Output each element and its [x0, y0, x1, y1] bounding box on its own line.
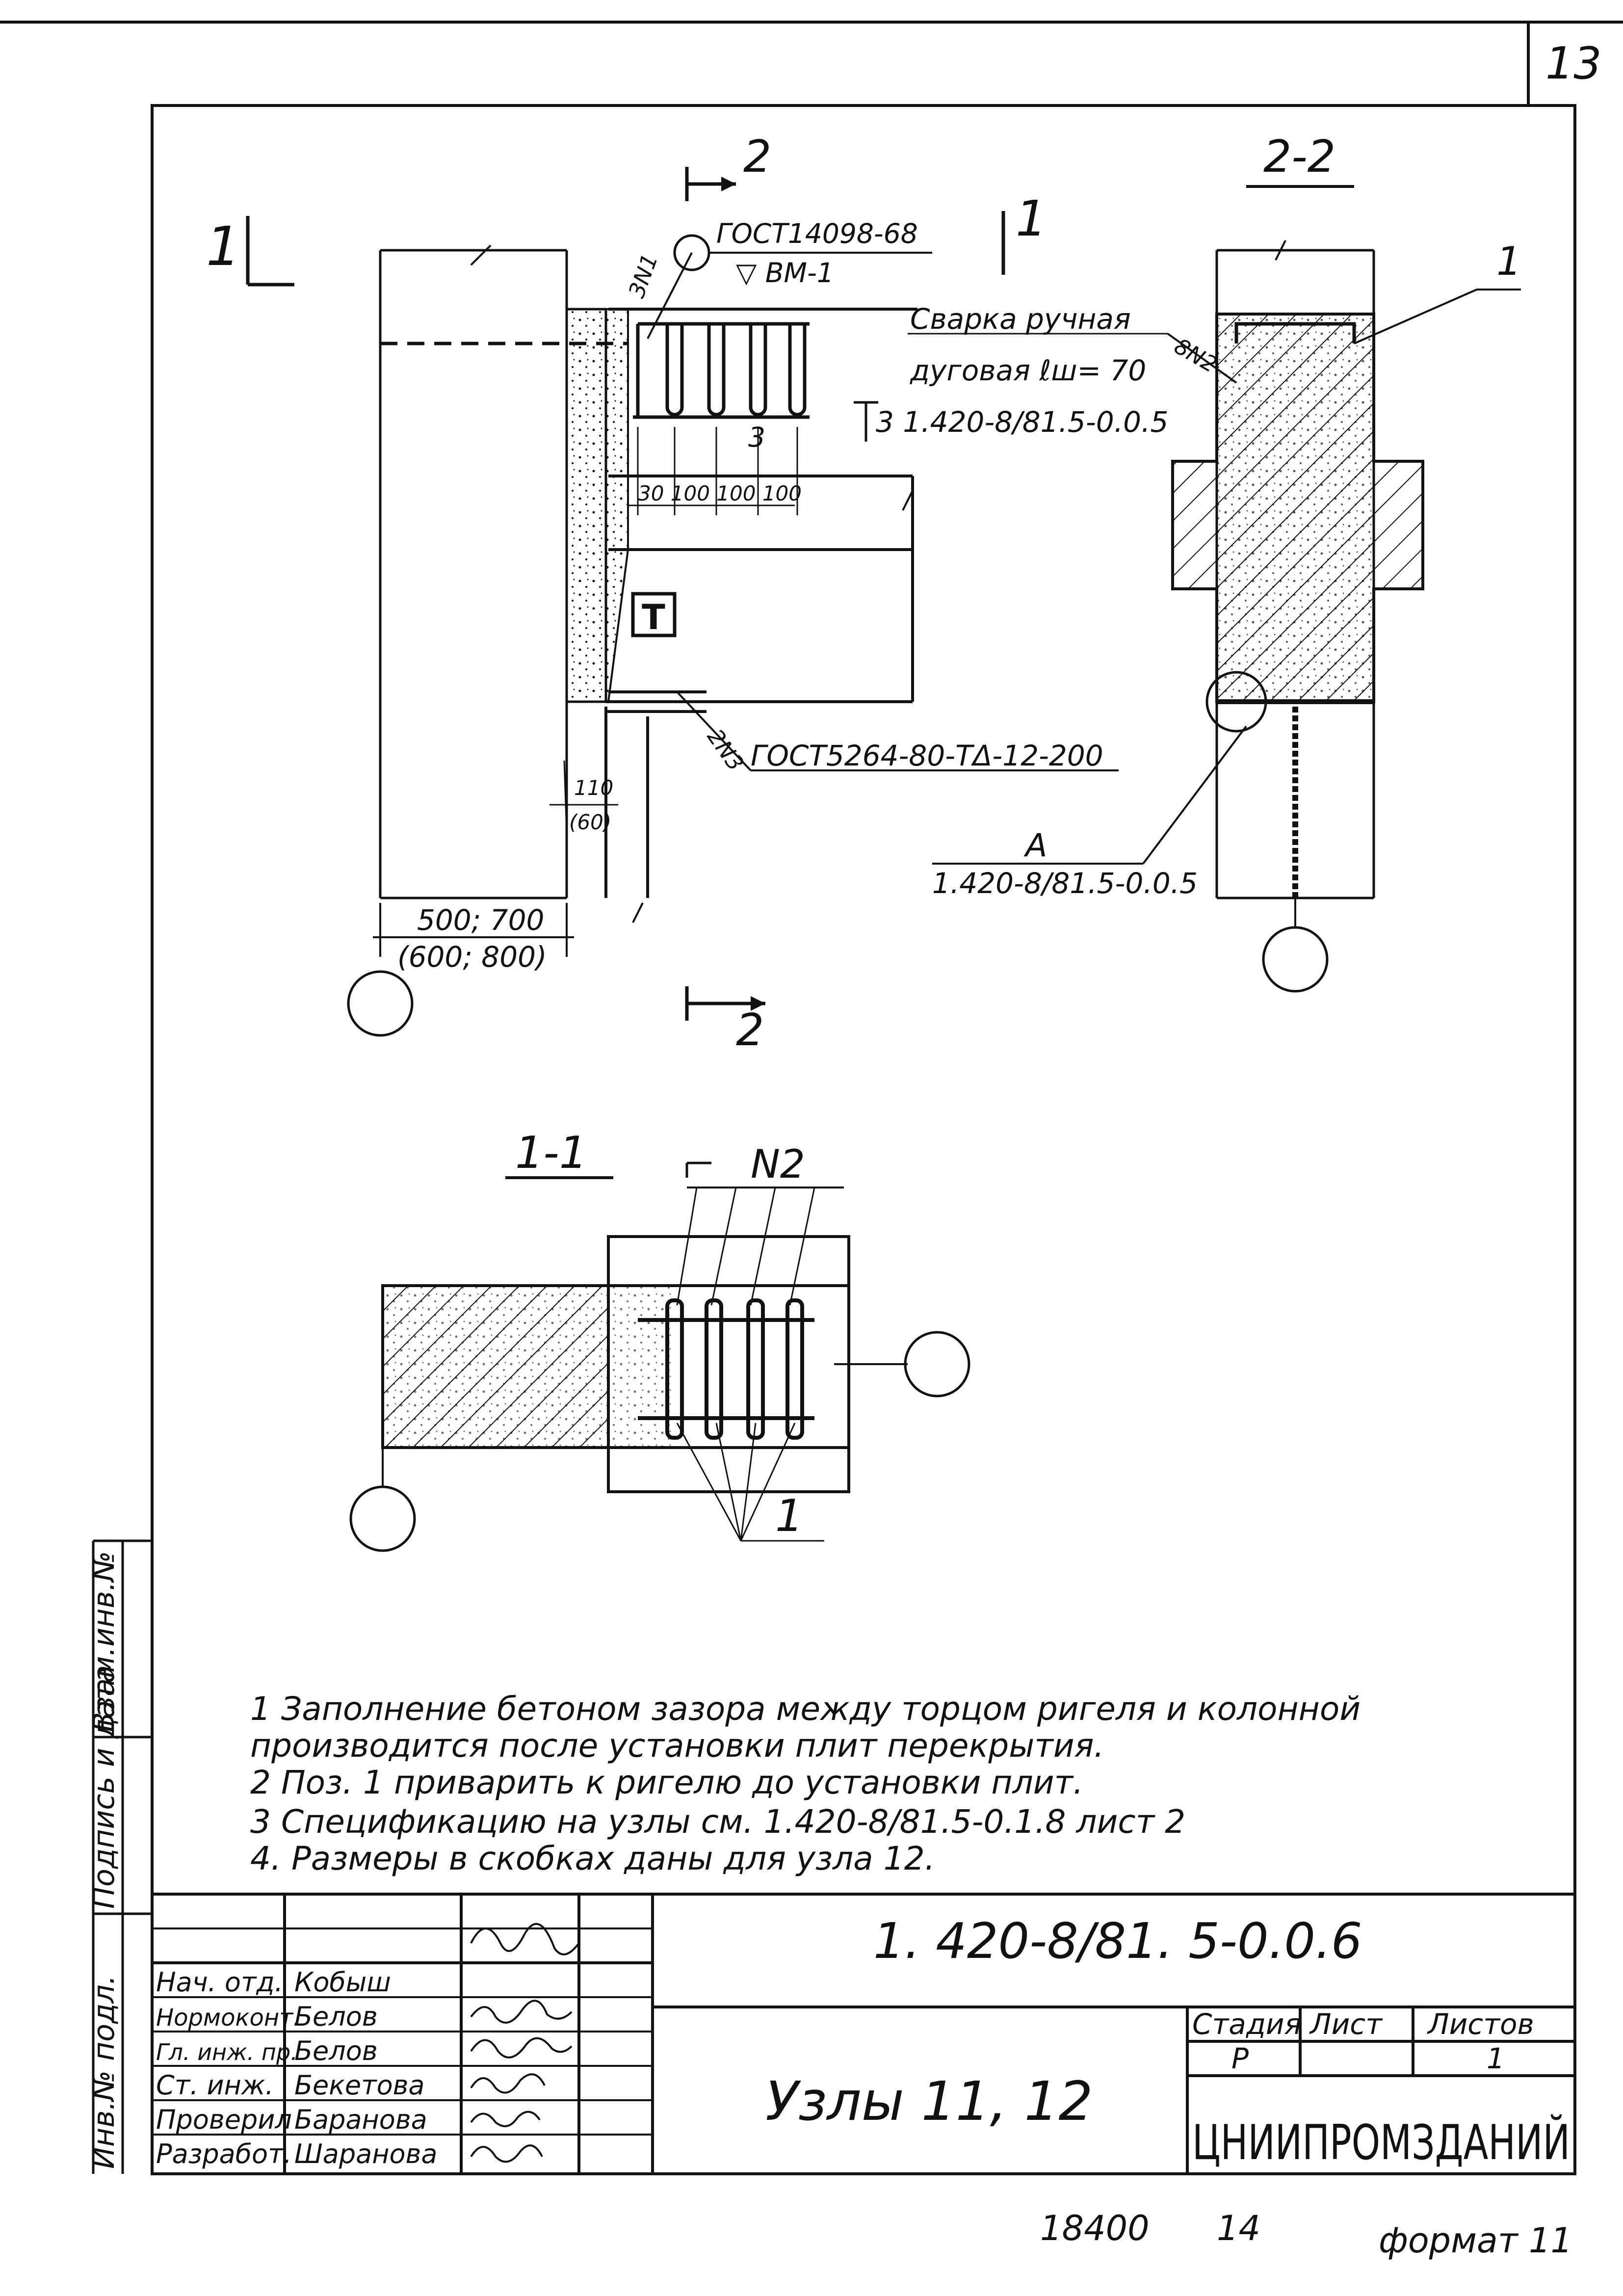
t-symbol: Т	[642, 597, 665, 637]
section-2-top: 2	[743, 131, 771, 183]
note-3: 3 Спецификацию на узлы см. 1.420-8/81.5-…	[250, 1803, 1185, 1841]
axis-circle-1-1-right	[904, 1331, 970, 1398]
footer-number: 18400	[1040, 2208, 1150, 2248]
sheets-value: 1	[1487, 2042, 1505, 2075]
sig-role-1: Нормоконт.	[156, 2004, 300, 2032]
drawing-title: Узлы 11, 12	[765, 2070, 1093, 2133]
footer: 18400 14 формат 11	[1040, 2208, 1572, 2261]
sheets-header: Листов	[1427, 2007, 1534, 2041]
footer-format: формат 11	[1379, 2220, 1572, 2261]
sig-name-0: Кобыш	[294, 1967, 391, 1998]
view-1-1: 1-1 N2	[349, 1127, 970, 1552]
footer-copy: 14	[1217, 2208, 1260, 2248]
notes: 1 Заполнение бетоном зазора между торцом…	[250, 1690, 1361, 1877]
sheet-header: Лист	[1309, 2007, 1383, 2041]
dim-600-800: (600; 800)	[397, 940, 547, 974]
organization: ЦНИИПРОМЗДАНИЙ	[1192, 2114, 1570, 2171]
sig-role-2: Гл. инж. пр.	[156, 2039, 298, 2065]
sig-role-4: Проверил	[156, 2104, 292, 2135]
sig-role-3: Ст. инж.	[156, 2070, 274, 2101]
page-number: 13	[1545, 38, 1602, 89]
ref-t3: 3 1.420-8/81.5-0.0.5	[876, 405, 1168, 439]
dim-110: 110	[574, 776, 613, 800]
weld-3n1: 3N1	[624, 250, 663, 301]
sig-role-0: Нач. отд.	[156, 1967, 283, 1998]
sheet-frame	[0, 21, 1623, 2175]
view-2-2-title: 2-2	[1263, 131, 1335, 183]
axis-circle-1-1-left	[349, 1485, 416, 1552]
side-stamp: Инв.№ подл. Подпись и дата Взам.инв.№	[87, 1539, 152, 2174]
sig-name-1: Белов	[294, 2001, 378, 2032]
section-1-left: 1	[206, 215, 240, 278]
gost-5264: ГОСТ5264-80-ТΔ-12-200	[751, 739, 1103, 772]
sig-name-4: Баранова	[294, 2104, 427, 2135]
section-2-bottom: 2	[736, 1004, 764, 1056]
detail-a-ref: 1.420-8/81.5-0.0.5	[932, 867, 1198, 900]
pos-1-label: 1	[775, 1490, 803, 1542]
dim-500-700: 500; 700	[417, 903, 544, 937]
dim-60: (60)	[569, 810, 611, 834]
weld-vm: ▽ ВМ-1	[736, 257, 834, 289]
handwritten-signatures	[470, 1923, 580, 2163]
stage-header: Стадия	[1192, 2007, 1302, 2041]
section-markers: 1 2 1 2	[206, 131, 1047, 1056]
stage-value: Р	[1231, 2042, 1249, 2075]
title-block: 1. 420-8/81. 5-0.0.6 Узлы 11, 12 Стадия …	[152, 1893, 1575, 2174]
manual-weld-line1: Сварка ручная	[910, 302, 1131, 336]
axis-circle-2-2	[1262, 926, 1329, 993]
dims-top: 30 100 100 100	[638, 481, 802, 505]
sig-role-5: Разработ.	[156, 2138, 292, 2169]
axis-circle-main	[347, 970, 414, 1037]
side-vzam-inv: Взам.инв.№	[87, 1551, 121, 1732]
manual-weld-line2: дуговая ℓш= 70	[910, 354, 1146, 387]
view-2-2: 2-2 8N2 1 А 1.420-8/81.5-0.0.5	[932, 131, 1521, 993]
sig-name-2: Белов	[294, 2035, 378, 2066]
main-elevation: 3 30 100 100 100 Т ГОСТ14098-68 ▽ ВМ-1 3…	[347, 218, 1168, 1037]
sig-name-5: Шаранова	[294, 2138, 437, 2169]
note-1a: 1 Заполнение бетоном зазора между торцом…	[250, 1690, 1361, 1728]
side-inv-podl: Инв.№ подл.	[87, 1975, 121, 2169]
weld-2n3: 2N3	[702, 724, 749, 776]
signatories: Нач. отд. Кобыш Нормоконт. Белов Гл. инж…	[156, 1967, 437, 2169]
sig-name-3: Бекетова	[294, 2070, 425, 2101]
view-1-1-title: 1-1	[515, 1127, 587, 1179]
side-signature-date: Подпись и дата	[87, 1665, 121, 1909]
note-1b: производится после установки плит перекр…	[250, 1727, 1104, 1765]
note-4: 4. Размеры в скобках даны для узла 12.	[250, 1840, 935, 1877]
detail-a: А	[1023, 827, 1047, 864]
doc-code: 1. 420-8/81. 5-0.0.6	[873, 1912, 1362, 1970]
note-2: 2 Поз. 1 приварить к ригелю до установки…	[250, 1764, 1083, 1801]
n2-label: N2	[751, 1141, 805, 1187]
section-1-right: 1	[1016, 190, 1047, 247]
gost-weld: ГОСТ14098-68	[716, 218, 918, 249]
callout-1-2-2: 1	[1496, 238, 1521, 284]
mark-3: 3	[748, 422, 765, 453]
